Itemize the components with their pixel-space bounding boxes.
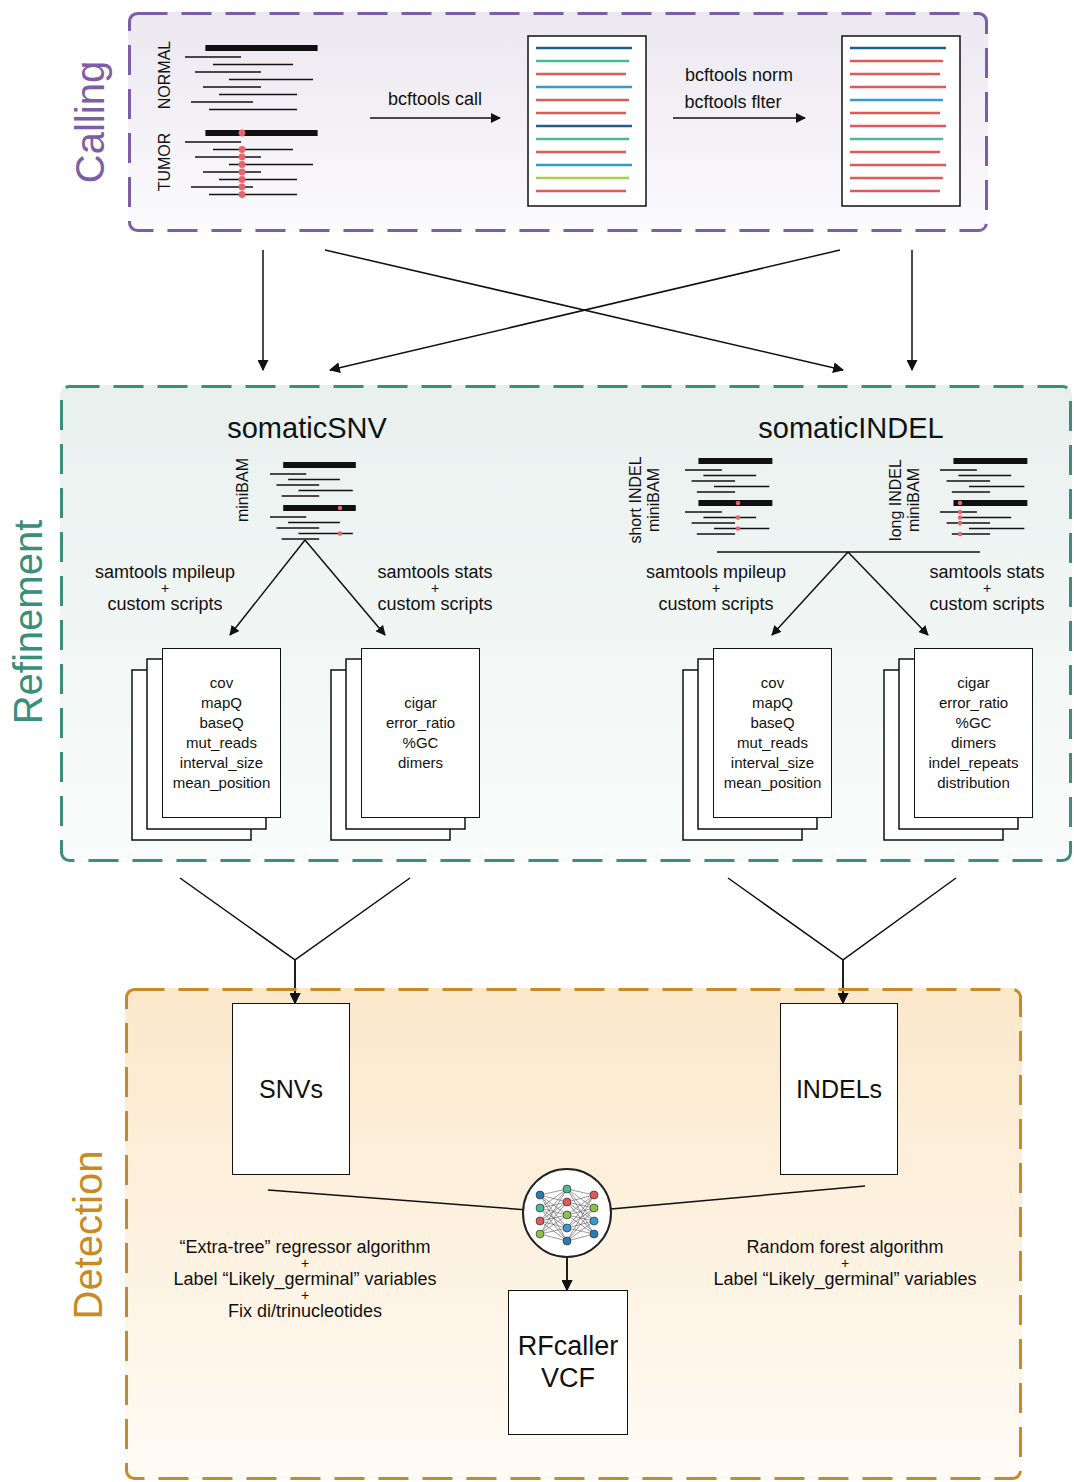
feature-name: dimers bbox=[951, 733, 996, 753]
step-label: “Extra-tree” regressor algorithm bbox=[179, 1237, 430, 1258]
feature-name: baseQ bbox=[750, 713, 794, 733]
step-label: Label “Likely_germinal” variables bbox=[713, 1269, 976, 1290]
feature-name: %GC bbox=[403, 733, 439, 753]
flow-arrow bbox=[295, 878, 410, 1003]
module-title: somaticSNV bbox=[227, 412, 387, 445]
read-pileup bbox=[940, 458, 1027, 492]
step-label: custom scripts bbox=[929, 594, 1044, 615]
vcf-document bbox=[842, 36, 960, 206]
vcf-document bbox=[528, 36, 646, 206]
sample-label: long INDEL miniBAM bbox=[887, 452, 924, 548]
feature-name: cov bbox=[761, 673, 784, 693]
step-label: samtools mpileup bbox=[95, 562, 235, 583]
flow-arrow bbox=[180, 878, 295, 1003]
feature-name: distribution bbox=[937, 773, 1010, 793]
flow-arrow bbox=[325, 250, 843, 370]
read-pileup bbox=[270, 462, 356, 496]
feature-name: cov bbox=[210, 673, 233, 693]
feature-sheet: covmapQbaseQmut_readsinterval_sizemean_p… bbox=[713, 648, 832, 818]
split-arrows bbox=[230, 540, 980, 635]
band-outline bbox=[128, 12, 988, 232]
step-label: + bbox=[301, 1287, 309, 1303]
sample-label: TUMOR bbox=[156, 133, 174, 192]
process-arrow bbox=[370, 117, 500, 119]
step-label: + bbox=[301, 1255, 309, 1271]
step-label: + bbox=[712, 580, 720, 596]
feature-name: dimers bbox=[398, 753, 443, 773]
feature-name: mapQ bbox=[201, 693, 242, 713]
flow-arrow bbox=[728, 878, 843, 1003]
stage-label: Calling bbox=[68, 61, 113, 183]
stage-label: Refinement bbox=[6, 520, 51, 725]
process-arrow bbox=[673, 117, 805, 119]
step-label: bcftools norm bbox=[685, 65, 793, 86]
feature-name: interval_size bbox=[731, 753, 814, 773]
sample-label: NORMAL bbox=[156, 41, 174, 109]
read-pileup bbox=[685, 500, 772, 534]
feature-name: %GC bbox=[956, 713, 992, 733]
band-fill bbox=[125, 988, 1022, 1480]
read-pileup bbox=[270, 505, 356, 539]
feature-name: mut_reads bbox=[186, 733, 257, 753]
step-label: Random forest algorithm bbox=[746, 1237, 943, 1258]
step-label: bcftools flter bbox=[684, 92, 781, 113]
box-label: INDELs bbox=[796, 1075, 882, 1104]
step-label: + bbox=[161, 580, 169, 596]
flow-arrow bbox=[911, 250, 913, 370]
stage-label: Detection bbox=[66, 1151, 111, 1320]
band-fill bbox=[128, 12, 988, 232]
box-label: SNVs bbox=[259, 1075, 323, 1104]
read-pileup bbox=[185, 45, 318, 110]
read-pileup bbox=[185, 130, 318, 198]
refinement-band: RefinementsomaticSNVcovmapQbaseQmut_read… bbox=[60, 385, 1072, 862]
step-label: + bbox=[983, 580, 991, 596]
output-box: RFcaller VCF bbox=[508, 1290, 628, 1435]
feature-name: interval_size bbox=[180, 753, 263, 773]
read-pileup bbox=[940, 500, 1027, 536]
step-label: bcftools call bbox=[388, 89, 482, 110]
feature-name: error_ratio bbox=[939, 693, 1008, 713]
detection-band: DetectionSNVsINDELsRFcaller VCF bbox=[125, 988, 1022, 1480]
feature-sheet: cigarerror_ratio%GCdimers bbox=[361, 648, 480, 818]
step-label: Fix di/trinucleotides bbox=[228, 1301, 382, 1322]
flow-arrow bbox=[262, 250, 264, 370]
sample-label: miniBAM bbox=[234, 458, 252, 522]
step-label: custom scripts bbox=[107, 594, 222, 615]
step-label: custom scripts bbox=[377, 594, 492, 615]
calling-band: Calling bbox=[128, 12, 988, 232]
step-label: samtools mpileup bbox=[646, 562, 786, 583]
feature-name: baseQ bbox=[199, 713, 243, 733]
feature-name: mean_position bbox=[173, 773, 271, 793]
flow-arrow bbox=[843, 878, 956, 1003]
variant-box: SNVs bbox=[232, 1003, 350, 1175]
feature-sheet: covmapQbaseQmut_readsinterval_sizemean_p… bbox=[162, 648, 281, 818]
feature-name: mapQ bbox=[752, 693, 793, 713]
read-pileup bbox=[685, 458, 772, 492]
feature-sheet: cigarerror_ratio%GCdimersindel_repeatsdi… bbox=[914, 648, 1033, 818]
step-label: Label “Likely_germinal” variables bbox=[173, 1269, 436, 1290]
band-fill bbox=[60, 385, 1072, 862]
feature-name: mut_reads bbox=[737, 733, 808, 753]
step-label: + bbox=[841, 1255, 849, 1271]
sample-label: short INDEL miniBAM bbox=[627, 452, 664, 548]
box-label: RFcaller VCF bbox=[515, 1331, 621, 1393]
feature-name: error_ratio bbox=[386, 713, 455, 733]
feature-name: indel_repeats bbox=[928, 753, 1018, 773]
step-label: samtools stats bbox=[929, 562, 1044, 583]
step-label: samtools stats bbox=[377, 562, 492, 583]
module-title: somaticINDEL bbox=[758, 412, 943, 445]
step-label: + bbox=[431, 580, 439, 596]
feature-name: cigar bbox=[404, 693, 437, 713]
feature-name: mean_position bbox=[724, 773, 822, 793]
step-label: custom scripts bbox=[658, 594, 773, 615]
feature-name: cigar bbox=[957, 673, 990, 693]
variant-box: INDELs bbox=[780, 1003, 898, 1175]
